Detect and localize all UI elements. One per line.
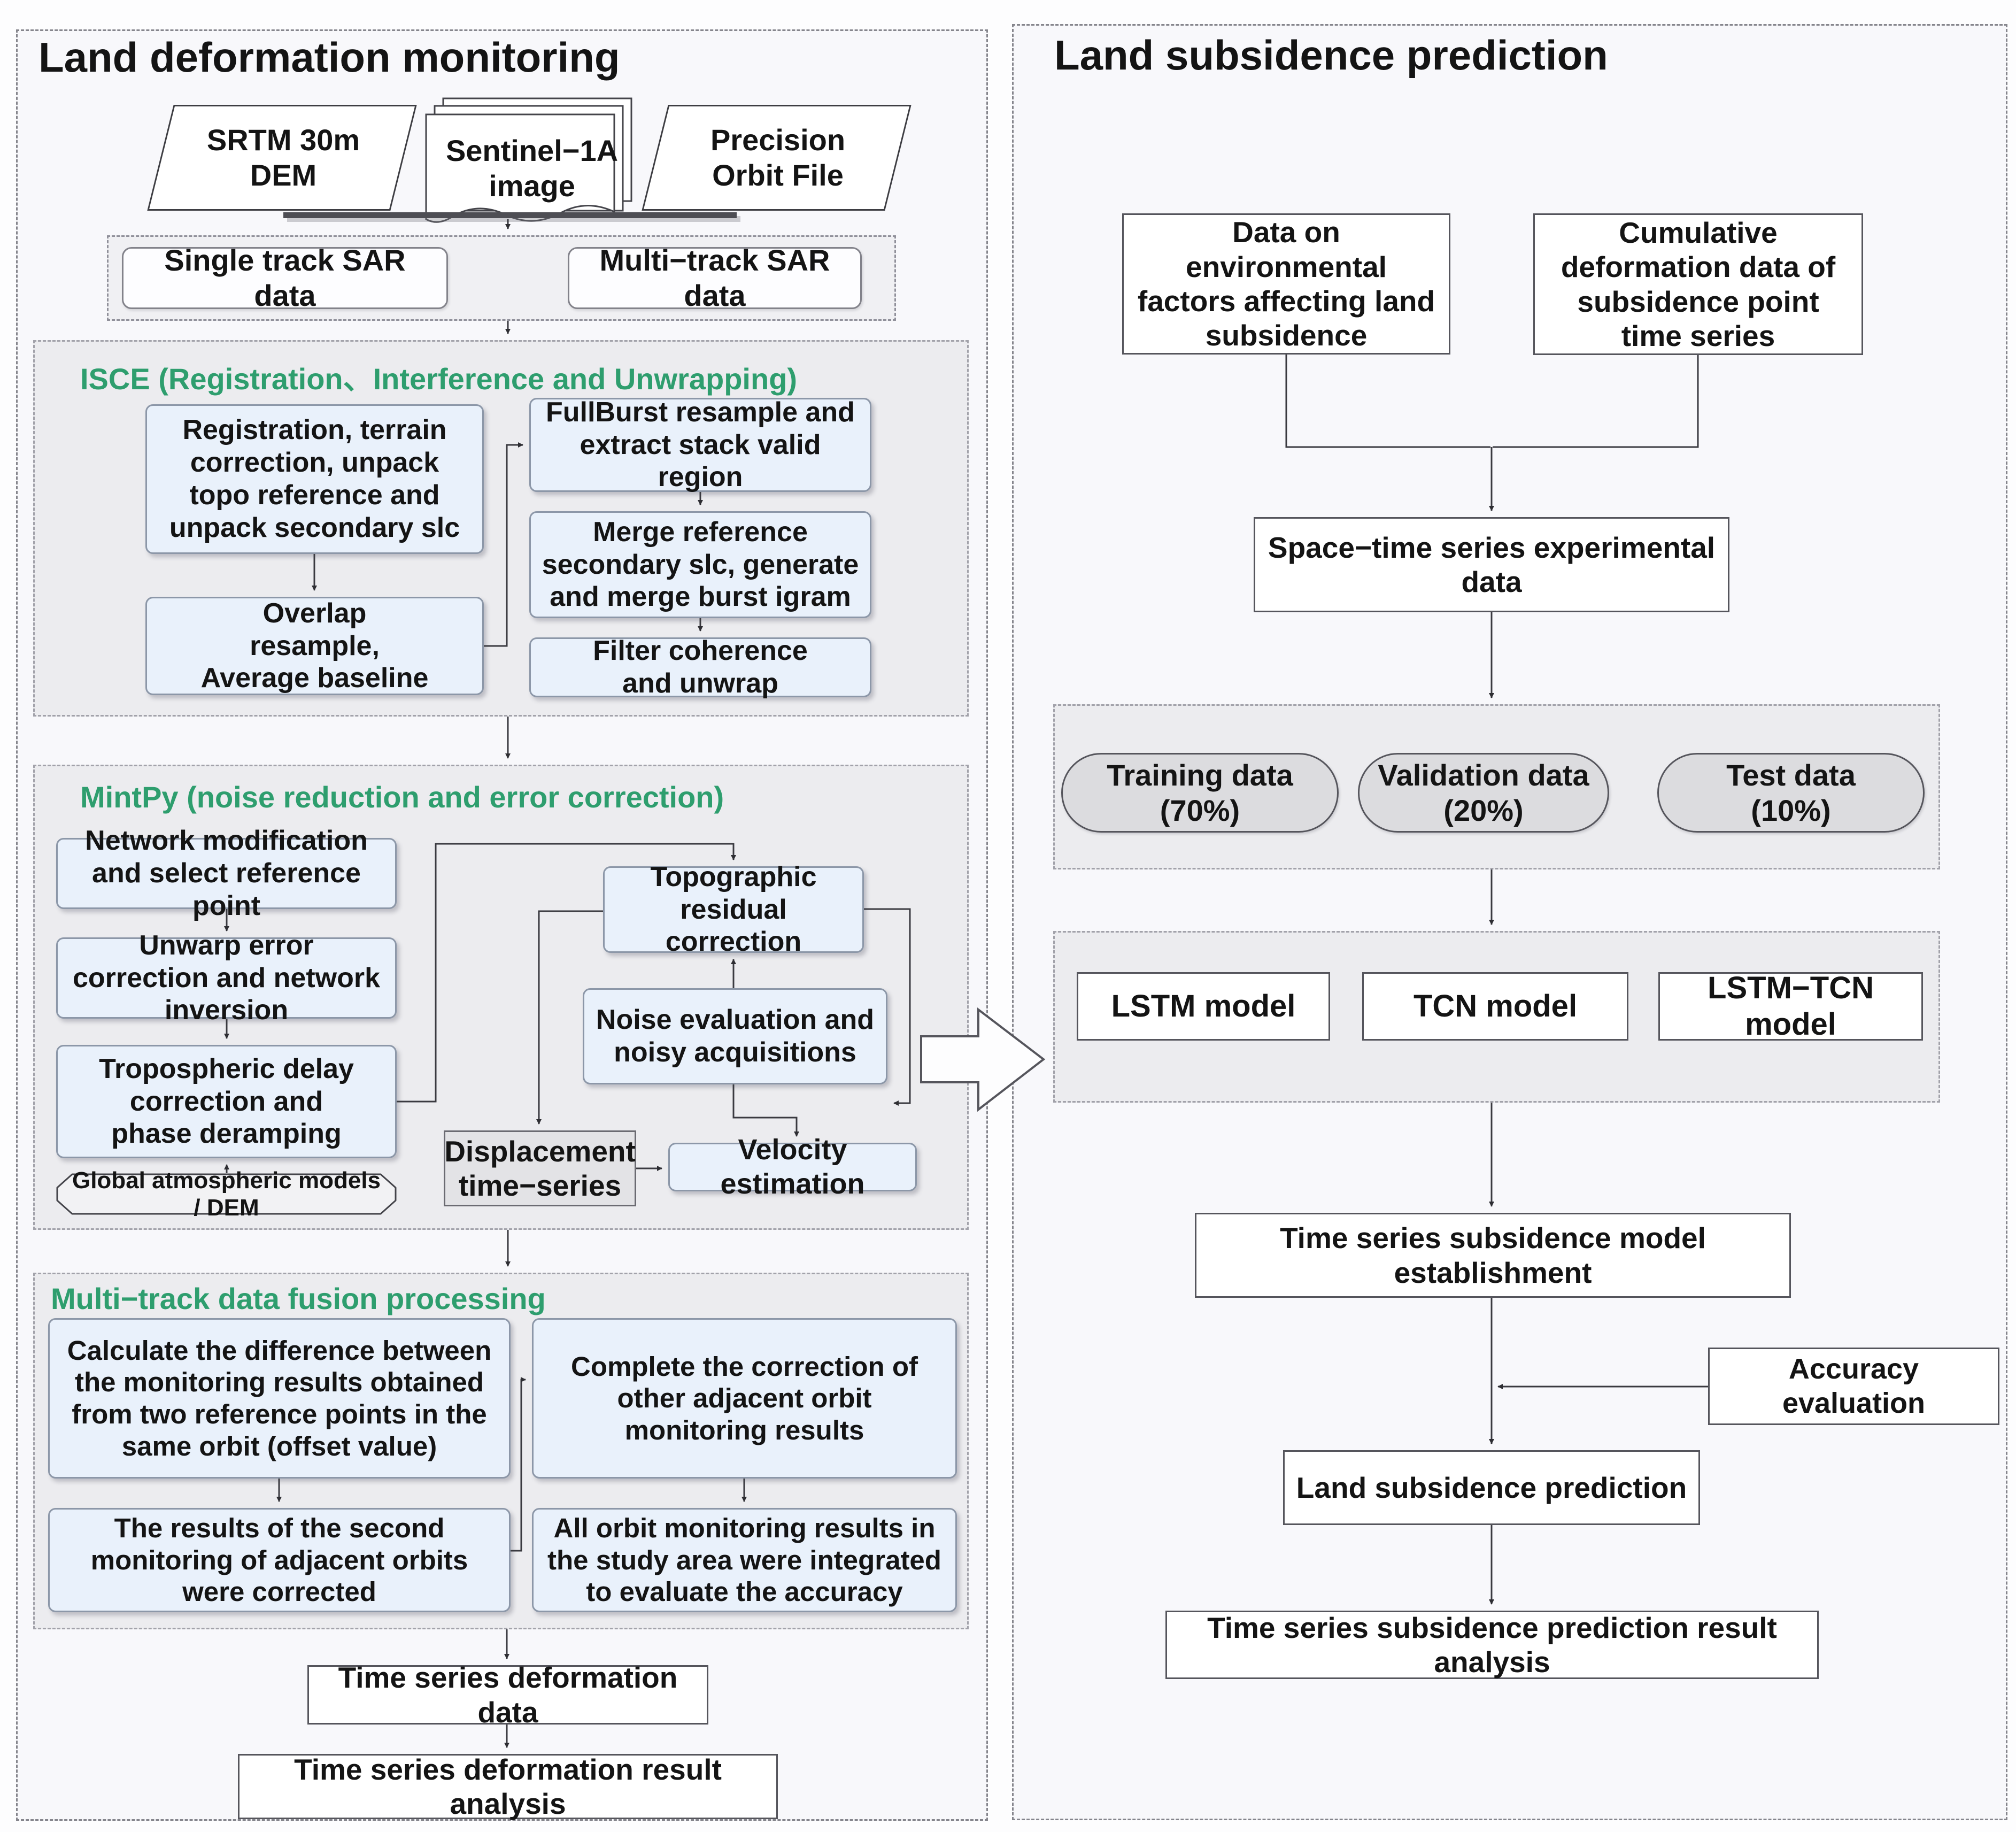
global-atmospheric-octagon: [56, 1173, 397, 1215]
isce-fullburst-box: FullBurst resample and extract stack val…: [529, 397, 871, 492]
accuracy-evaluation-box: Accuracy evaluation: [1708, 1348, 1999, 1425]
global-atmospheric-label: Global atmospheric models / DEM: [72, 1167, 381, 1221]
validation-data-label: Validation data: [1378, 758, 1589, 792]
mintpy-velocity-box: Velocity estimation: [668, 1134, 917, 1200]
cumulative-data-box: Cumulative deformation data of subsidenc…: [1533, 213, 1863, 355]
tcn-model-box: TCN model: [1362, 972, 1628, 1041]
lstm-model-box: LSTM model: [1077, 972, 1330, 1041]
fusion-section-title: Multi−track data fusion processing: [51, 1282, 546, 1315]
isce-merge-box: Merge reference secondary slc, generate …: [529, 511, 871, 618]
srtm-dem-label: SRTM 30m DEM: [206, 122, 360, 192]
isce-filter-box: Filter coherence and unwrap: [529, 635, 871, 699]
right-panel-title: Land subsidence prediction: [1054, 32, 1608, 79]
spacetime-data-box: Space−time series experimental data: [1254, 517, 1729, 612]
training-data-pct: (70%): [1160, 793, 1240, 827]
lstm-tcn-model-box: LSTM−TCN model: [1658, 971, 1923, 1042]
multi-track-sar-box: Multi−track SAR data: [568, 243, 862, 312]
mintpy-topographic-box: Topographic residual correction: [603, 861, 864, 957]
ts-deformation-analysis-box: Time series deformation result analysis: [238, 1753, 778, 1820]
validation-data-pill: Validation data (20%): [1358, 753, 1609, 833]
sentinel-label: Sentinel−1A image: [445, 133, 619, 203]
test-data-label: Test data: [1726, 758, 1856, 792]
mintpy-network-box: Network modification and select referenc…: [56, 825, 397, 921]
mintpy-noise-box: Noise evaluation and noisy acquisitions: [583, 988, 887, 1084]
environment-data-box: Data on environmental factors affecting …: [1122, 213, 1450, 355]
mintpy-displacement-box: Displacement time−series: [444, 1130, 636, 1206]
mintpy-unwarp-box: Unwarp error correction and network inve…: [56, 930, 397, 1026]
source-bus-bar: [283, 212, 737, 218]
orbit-file-label: Precision Orbit File: [710, 122, 846, 192]
fusion-all-box: All orbit monitoring results in the stud…: [532, 1508, 957, 1612]
training-data-pill: Training data (70%): [1061, 753, 1339, 833]
ts-deformation-data-box: Time series deformation data: [307, 1661, 708, 1729]
sentinel-document-shape: [425, 97, 632, 223]
mintpy-section-title: MintPy (noise reduction and error correc…: [80, 780, 724, 814]
left-panel-title: Land deformation monitoring: [38, 34, 620, 81]
validation-data-pct: (20%): [1443, 793, 1524, 827]
land-subsidence-prediction-box: Land subsidence prediction: [1283, 1450, 1700, 1525]
single-track-sar-box: Single track SAR data: [122, 243, 448, 312]
fusion-second-box: The results of the second monitoring of …: [48, 1508, 511, 1612]
isce-overlap-box: Overlap resample, Average baseline: [145, 597, 484, 695]
isce-registration-box: Registration, terrain correction, unpack…: [145, 404, 484, 554]
fusion-calc-box: Calculate the difference between the mon…: [48, 1318, 511, 1479]
mintpy-tropo-box: Tropospheric delay correction and phase …: [56, 1045, 397, 1158]
prediction-result-analysis-box: Time series subsidence prediction result…: [1165, 1611, 1819, 1679]
isce-section-title: ISCE (Registration、Interference and Unwr…: [80, 362, 798, 396]
test-data-pill: Test data (10%): [1657, 753, 1925, 833]
training-data-label: Training data: [1107, 758, 1293, 792]
model-establishment-box: Time series subsidence model establishme…: [1195, 1213, 1791, 1298]
fusion-complete-box: Complete the correction of other adjacen…: [532, 1318, 957, 1479]
test-data-pct: (10%): [1751, 793, 1831, 827]
